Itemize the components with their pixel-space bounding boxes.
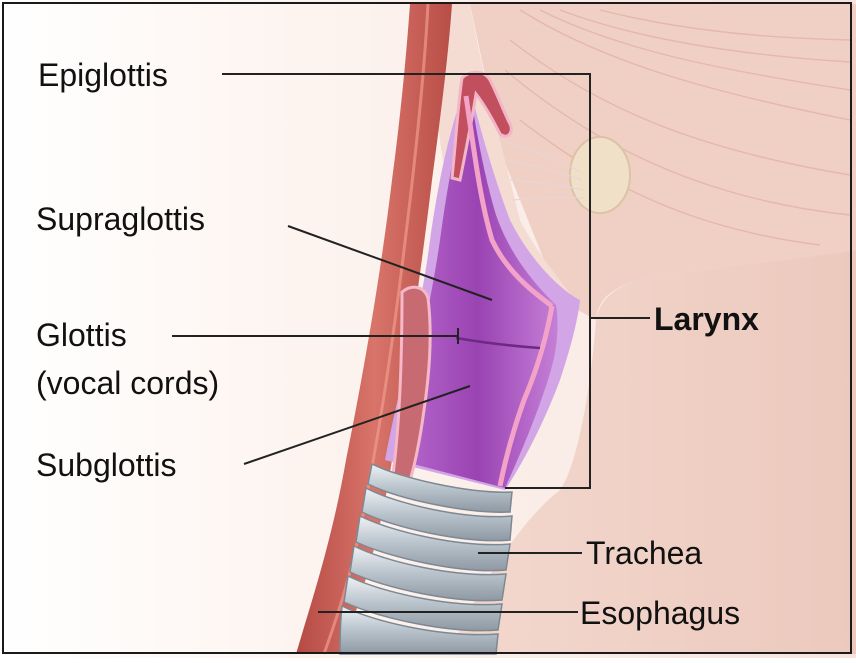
label-glottis: Glottis [36,317,127,353]
label-esophagus: Esophagus [580,595,740,631]
label-larynx: Larynx [654,301,759,337]
trachea-rings [340,464,512,654]
hyoid-bone [570,137,630,213]
label-subglottis: Subglottis [36,447,177,483]
label-epiglottis: Epiglottis [38,57,168,93]
label-trachea: Trachea [586,535,702,571]
label-vocal-cords: (vocal cords) [36,365,219,401]
label-supraglottis: Supraglottis [36,201,205,237]
